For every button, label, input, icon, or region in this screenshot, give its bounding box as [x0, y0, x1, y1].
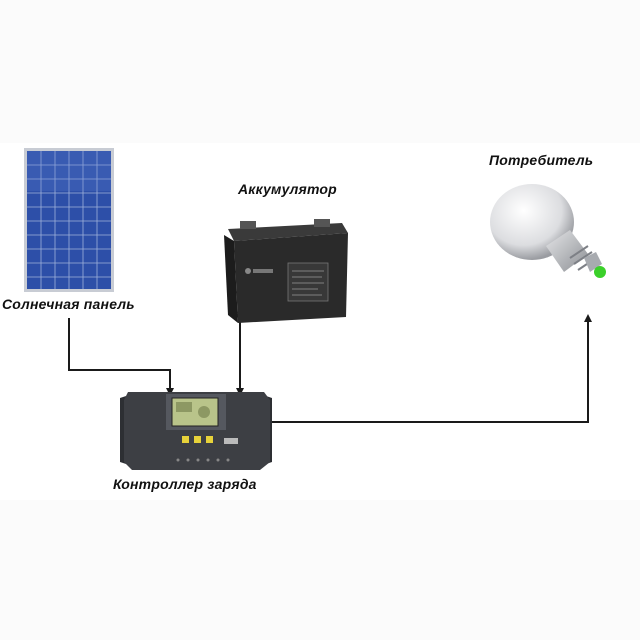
consumer-label: Потребитель: [489, 152, 594, 168]
battery-label: Аккумулятор: [238, 181, 337, 197]
bottom-background: [0, 500, 640, 640]
wire-panel-to-controller: [68, 318, 174, 396]
charge-controller-icon: [120, 392, 272, 470]
controller-label: Контроллер заряда: [113, 476, 257, 492]
light-bulb-icon: [490, 184, 606, 278]
top-background: [0, 0, 640, 143]
solar-panel-label: Солнечная панель: [2, 296, 135, 312]
battery-icon: [224, 219, 348, 323]
wire-controller-to-consumer: [272, 314, 592, 423]
solar-panel-icon: [24, 148, 114, 292]
